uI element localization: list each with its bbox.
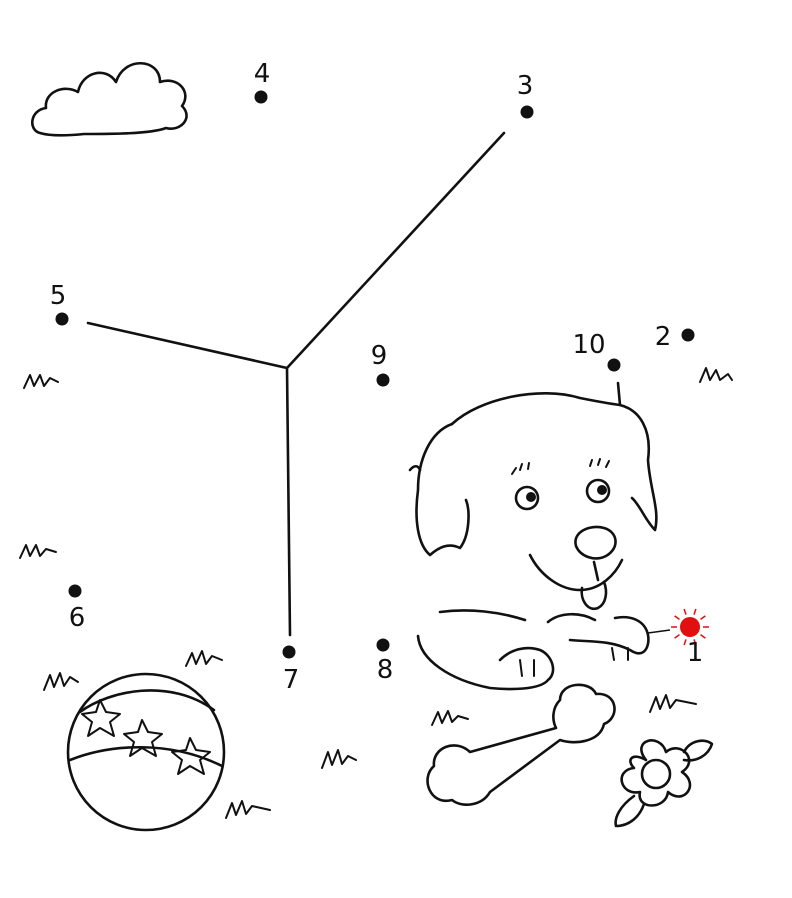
dot-number: 8 xyxy=(377,655,394,685)
cloud-icon xyxy=(31,61,188,137)
dot-7: 7 xyxy=(282,645,300,695)
dot-number: 9 xyxy=(371,341,388,371)
dot-number: 10 xyxy=(572,330,605,360)
dot-10: 10 xyxy=(572,330,621,372)
dot-point xyxy=(55,312,69,326)
dot-point xyxy=(607,358,621,372)
dot-3: 3 xyxy=(517,71,534,119)
dot-2: 2 xyxy=(655,322,695,352)
dot-point xyxy=(68,584,82,598)
dot-number: 5 xyxy=(50,281,67,311)
dot-point xyxy=(282,645,296,659)
dot-4: 4 xyxy=(254,59,271,104)
dot-point xyxy=(376,373,390,387)
dot-8: 8 xyxy=(376,638,394,685)
dot-number: 3 xyxy=(517,71,534,101)
dot-point xyxy=(254,90,268,104)
dot-6: 6 xyxy=(68,584,86,633)
dot-5: 5 xyxy=(50,281,69,326)
ball-icon xyxy=(66,672,226,832)
dot-number: 7 xyxy=(283,665,300,695)
dot-point xyxy=(520,105,534,119)
dot-number: 1 xyxy=(687,638,704,668)
dot-point xyxy=(376,638,390,652)
grass-icon xyxy=(19,367,733,819)
dots-layer: 1 2 3 4 5 6 7 8 9 10 xyxy=(50,59,709,695)
dot-number: 6 xyxy=(69,603,86,633)
flower-icon xyxy=(614,739,714,828)
dot-1: 1 xyxy=(647,608,709,668)
start-dot xyxy=(680,617,700,637)
dot-number: 2 xyxy=(655,322,672,352)
dot-point xyxy=(681,328,695,342)
bone-icon xyxy=(426,683,616,806)
start-burst-icon xyxy=(647,608,709,646)
dot-9: 9 xyxy=(371,341,390,387)
dog-icon xyxy=(408,381,658,691)
dog-house-lines xyxy=(86,131,506,637)
dot-number: 4 xyxy=(254,59,271,89)
